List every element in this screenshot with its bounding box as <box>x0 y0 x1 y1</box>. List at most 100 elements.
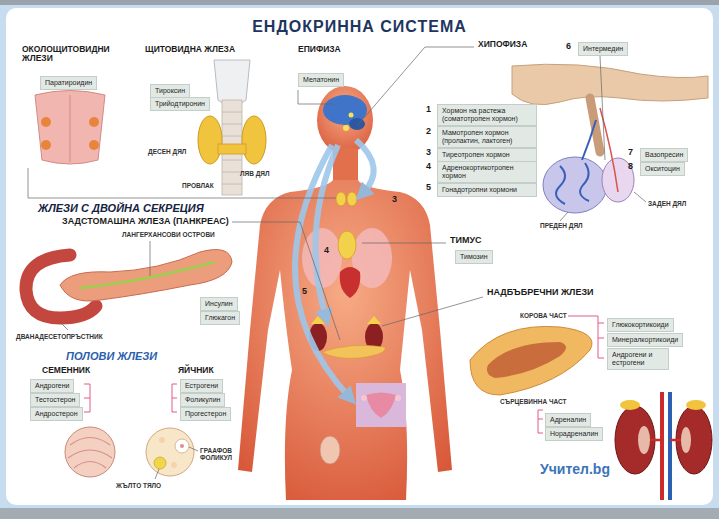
hormone-name: Гонадотропни хормони <box>442 186 532 194</box>
parathyroid-figure <box>70 95 71 162</box>
body-organs <box>343 125 349 131</box>
hormone-box: Мамотропен хормон (пролактин, лактоген) <box>437 126 537 148</box>
kidney-figure <box>660 392 664 500</box>
callout-number: 5 <box>302 287 307 297</box>
poster-ground <box>0 0 719 5</box>
hormone-box: Трийодтиронин <box>150 97 210 111</box>
hormone-box: Тироксин <box>150 84 190 98</box>
ovary-figure <box>171 462 177 468</box>
hormone-name: Адренокортикотропен хормон <box>442 164 532 180</box>
hormone-box: Андростерон <box>30 407 83 421</box>
leader-line <box>232 222 340 340</box>
parathyroid-figure <box>35 91 105 165</box>
part-label: ЗАДЕН ДЯЛ <box>648 200 686 207</box>
hormone-box: Андрогени <box>30 379 74 393</box>
hormone-name: Норадреналин <box>550 430 598 438</box>
thyroid-figure <box>218 144 246 154</box>
bracket <box>84 316 604 433</box>
kidney-figure <box>620 400 640 410</box>
hormone-name: Прогестерон <box>185 410 226 418</box>
leader-line <box>362 243 446 244</box>
hormone-box: Норадреналин <box>545 427 603 441</box>
callout-number: 4 <box>324 246 329 256</box>
gland-heading: НАДБЪБРЕЧНИ ЖЛЕЗИ <box>487 288 594 298</box>
leader-line <box>298 90 333 104</box>
part-label: ЖЪЛТО ТЯЛО <box>116 482 161 489</box>
leader-line <box>189 447 198 451</box>
kidney-figure <box>650 439 681 442</box>
parathyroid-figure <box>89 117 99 127</box>
part-label: ПРОВЛАК <box>182 182 214 189</box>
hormone-name: Мелатонин <box>303 76 339 84</box>
hormone-pathway-arrow <box>295 140 374 398</box>
poster-ground <box>0 508 719 519</box>
group-heading: ЖЛЕЗИ С ДВОЙНА СЕКРЕЦИЯ <box>38 202 204 214</box>
poster-ground <box>6 8 713 505</box>
kidney-figure <box>676 406 712 474</box>
hormone-box: Тимозин <box>455 250 493 264</box>
hormone-box: Тестостерон <box>30 393 80 407</box>
body-organs <box>311 316 381 324</box>
pituitary-figure <box>556 120 596 204</box>
part-label: ДВАНАДЕСЕТОПРЪСТНИК <box>16 333 103 340</box>
pituitary-figure <box>602 158 634 202</box>
bracket <box>568 316 604 358</box>
hormone-name: Естрогени <box>185 382 218 390</box>
kidney-figure <box>615 392 712 500</box>
section-heading: ЯЙЧНИК <box>178 366 214 375</box>
gland-heading: ТИМУС <box>450 236 482 246</box>
callout-number: 3 <box>392 195 397 205</box>
hormone-box: Тиреотропен хормон <box>437 148 537 162</box>
leader-line <box>28 47 646 479</box>
callout-number: 6 <box>566 42 571 52</box>
hormone-pathway-arrow <box>356 140 374 194</box>
body-organs <box>361 395 367 401</box>
hormone-box: Фоликулин <box>180 393 225 407</box>
body-organs <box>322 345 385 358</box>
pancreas-figure <box>60 250 232 301</box>
callout-number: 3 <box>426 148 431 158</box>
section-heading: ЩИТОВИДНА ЖЛЕЗА <box>145 45 235 54</box>
hormone-box: Хормон на растежа (соматотропен хормон) <box>437 104 537 126</box>
hormone-name: Андростерон <box>35 410 78 418</box>
body-organs <box>347 192 357 206</box>
hormone-name: Минералкортикоиди <box>612 336 678 344</box>
adrenal-figure <box>470 326 592 395</box>
ovary-figure <box>154 457 166 469</box>
callout-number: 4 <box>426 162 431 172</box>
hormone-box: Окситоцин <box>640 162 685 176</box>
hormone-box: Адренокортикотропен хормон <box>437 161 537 183</box>
parathyroid-figure <box>35 91 105 165</box>
callout-number: 5 <box>426 183 431 193</box>
parathyroid-figure <box>89 140 99 150</box>
leader-line <box>60 322 68 330</box>
hormone-box: Естрогени <box>180 379 223 393</box>
hormone-box: Глюкокортикоиди <box>607 318 674 332</box>
ovary-figure <box>159 437 165 443</box>
body-organs <box>340 267 361 298</box>
body-organs <box>338 231 356 259</box>
hormone-box: Глюкагон <box>200 311 240 325</box>
hormone-name: Хормон на растежа (соматотропен хормон) <box>442 107 532 123</box>
adrenal-figure <box>470 326 592 395</box>
hormone-name: Тестостерон <box>35 396 75 404</box>
leader-line <box>560 212 568 221</box>
poster-title: ЕНДОКРИННА СИСТЕМА <box>0 18 719 36</box>
hormone-name: Трийодтиронин <box>155 100 205 108</box>
part-label: ГРААФОВ ФОЛИКУЛ <box>200 447 244 461</box>
callout-number: 8 <box>628 162 633 172</box>
hormone-name: Тимозин <box>460 253 488 261</box>
leader-line <box>382 297 483 326</box>
hormone-name: Андрогени <box>35 382 69 390</box>
hormone-box: Гонадотропни хормони <box>437 183 537 197</box>
parathyroid-figure <box>41 140 51 150</box>
hormone-box: Прогестерон <box>180 407 231 421</box>
pituitary-figure <box>512 64 708 213</box>
leader-line <box>600 56 605 160</box>
part-label: ЛАНГЕРХАНСОВИ ОСТРОВИ <box>122 231 215 238</box>
part-label: СЪРЦЕВИННА ЧАСТ <box>500 398 567 405</box>
watermark: Учител.bg <box>540 462 610 477</box>
